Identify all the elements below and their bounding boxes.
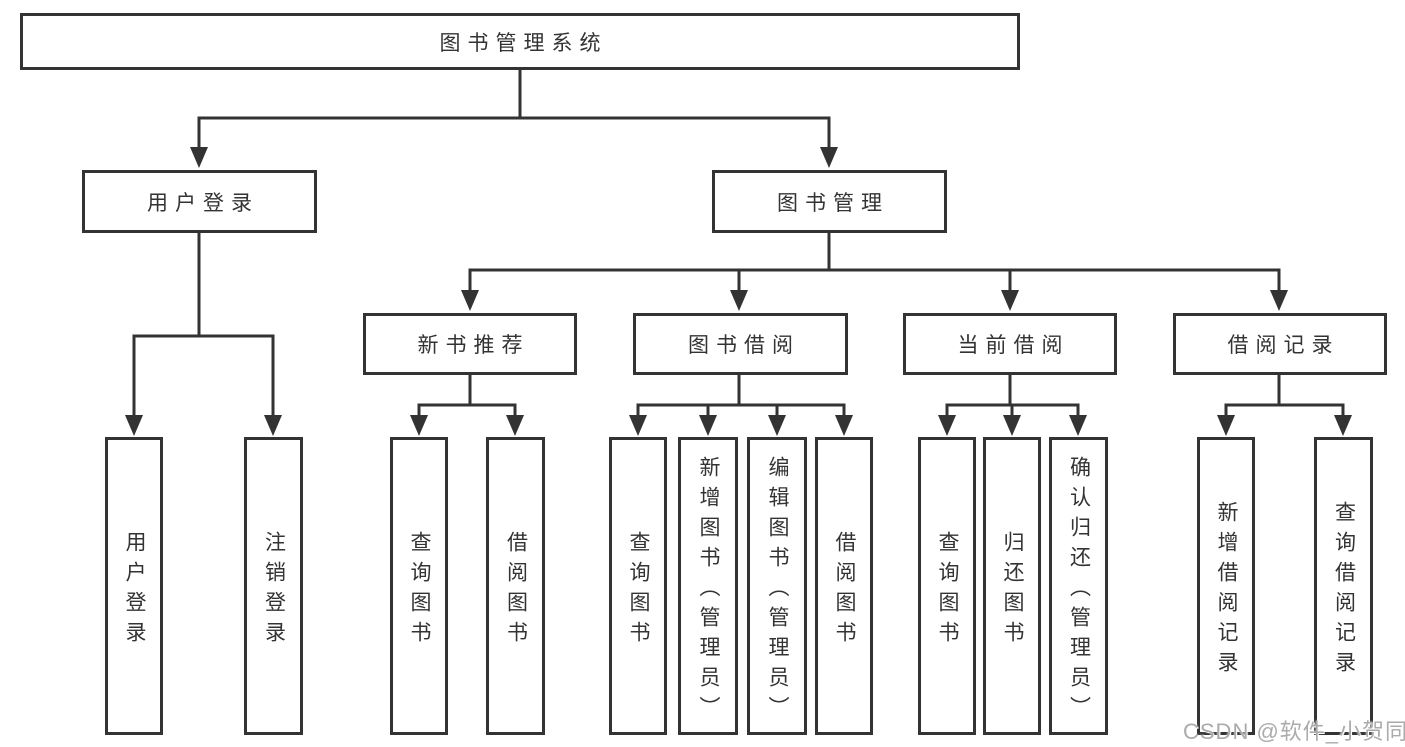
- node-query-books-recommend: 查询图书: [390, 437, 448, 735]
- csdn-watermark: CSDN @软件_小贺同学: [1183, 719, 1405, 744]
- node-label: 查询图书: [936, 530, 959, 651]
- node-book-management: 图书管理: [712, 170, 947, 233]
- node-borrow-books-recommend: 借阅图书: [486, 437, 545, 735]
- node-label: 编辑图书（管理员）: [766, 455, 789, 726]
- node-label: 确认归还（管理员）: [1067, 455, 1091, 726]
- node-current-borrow: 当前借阅: [903, 313, 1117, 375]
- node-label: 图书借阅: [688, 334, 800, 357]
- node-borrow-books-action: 借阅图书: [815, 437, 873, 735]
- node-query-borrow-record: 查询借阅记录: [1314, 437, 1373, 735]
- node-user-login: 用户登录: [82, 170, 317, 233]
- node-label: 查询图书: [408, 530, 431, 651]
- node-query-books-current: 查询图书: [918, 437, 976, 735]
- node-label: 借阅记录: [1227, 334, 1340, 357]
- node-label: 新增借阅记录: [1215, 500, 1238, 681]
- node-add-book-admin: 新增图书（管理员）: [678, 437, 738, 735]
- node-label: 归还图书: [1001, 530, 1024, 651]
- node-label: 借阅图书: [504, 530, 528, 651]
- node-label: 当前借阅: [957, 334, 1070, 357]
- node-library-system: 图书管理系统: [20, 13, 1020, 70]
- node-label: 查询借阅记录: [1332, 500, 1356, 681]
- node-edit-book-admin: 编辑图书（管理员）: [747, 437, 807, 735]
- node-confirm-return-admin: 确认归还（管理员）: [1049, 437, 1108, 735]
- node-label: 图书管理: [777, 191, 889, 215]
- node-logout-action: 注销登录: [244, 437, 303, 735]
- node-label: 查询图书: [627, 530, 650, 651]
- node-label: 借阅图书: [833, 530, 856, 651]
- node-user-login-action: 用户登录: [105, 437, 163, 735]
- node-query-books-borrow: 查询图书: [609, 437, 667, 735]
- node-label: 用户登录: [147, 191, 259, 215]
- node-return-book: 归还图书: [983, 437, 1041, 735]
- node-book-borrow: 图书借阅: [633, 313, 848, 375]
- node-label: 新增图书（管理员）: [697, 455, 720, 726]
- node-label: 用户登录: [123, 530, 146, 651]
- node-new-book-recommend: 新书推荐: [363, 313, 577, 375]
- node-label: 注销登录: [262, 530, 286, 651]
- node-label: 新书推荐: [417, 334, 530, 357]
- node-add-borrow-record: 新增借阅记录: [1197, 437, 1255, 735]
- node-label: 图书管理系统: [439, 31, 608, 55]
- node-borrow-records: 借阅记录: [1173, 313, 1387, 375]
